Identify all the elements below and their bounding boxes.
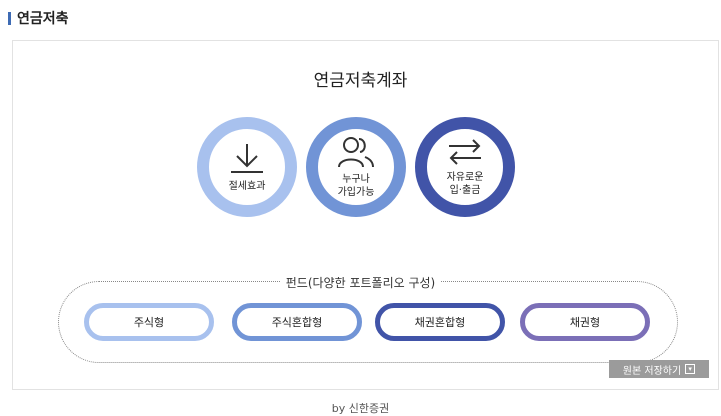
fund-group-title-text: 펀드(다양한 포트폴리오 구성) (279, 274, 442, 291)
feature-circle-tax: 절세효과 (197, 117, 297, 217)
download-icon (231, 143, 263, 173)
section-title: 연금저축 (17, 11, 69, 27)
feature-circle-withdraw: 자유로운 입·출금 (415, 117, 515, 217)
fund-type-bond-mixed: 채권혼합형 (375, 303, 505, 341)
fund-group-title: 펀드(다양한 포트폴리오 구성) (0, 274, 721, 291)
feature-label-anyone: 누구나 가입가능 (337, 174, 375, 198)
feature-circle-anyone: 누구나 가입가능 (306, 117, 406, 217)
fund-type-bond: 채권형 (520, 303, 650, 341)
save-original-label: 원본 저장하기 (622, 365, 682, 377)
users-icon (338, 137, 374, 168)
infographic-title: 연금저축계좌 (313, 71, 408, 91)
section-header: 연금저축 (8, 8, 69, 28)
footer-credit: by 신한증권 (331, 402, 390, 415)
feature-label-withdraw: 자유로운 입·출금 (446, 172, 484, 196)
transfer-arrows-icon (449, 139, 481, 165)
fund-type-stock: 주식형 (84, 303, 214, 341)
header-accent-bar (8, 11, 11, 25)
save-original-button[interactable]: 원본 저장하기 ▾ (609, 360, 709, 378)
feature-label-tax: 절세효과 (228, 180, 266, 192)
fund-type-stock-mixed: 주식혼합형 (232, 303, 362, 341)
save-box-icon: ▾ (685, 364, 696, 374)
